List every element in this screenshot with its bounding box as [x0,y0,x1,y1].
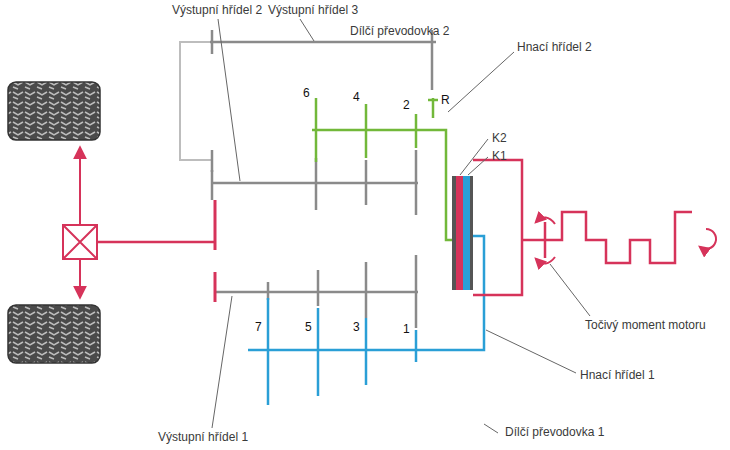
gear-number: R [441,93,450,107]
drive-shaft-1 [248,236,484,405]
drive-shaft-2 [312,98,456,240]
gear-number: 4 [353,90,360,104]
shaft-label: Výstupní hřídel 2 [172,3,262,17]
gear-number: 6 [303,86,310,100]
gearbox-region: Dílčí převodovka 2 [165,20,460,300]
crankshaft [536,212,716,264]
clutch-label: K1 [492,149,507,163]
double-clutch [452,160,545,295]
shaft-label: Výstupní hřídel 3 [268,3,358,17]
gear-number: 3 [353,320,360,334]
region-fill [165,20,460,300]
output-pinion [214,200,217,302]
gear-number: 1 [403,322,410,336]
shaft-label: Hnací hřídel 1 [580,368,655,382]
shaft-label: Výstupní hřídel 1 [158,430,248,444]
region-fill [195,185,495,445]
region-title: Dílčí převodovka 1 [505,425,604,439]
output-shafts [180,30,436,328]
tyre [8,82,100,363]
clutch-label: K2 [492,131,507,145]
gearbox-region: Dílčí převodovka 1 [195,185,495,445]
region-outline [165,20,460,300]
torque-label: Točivý moment motoru [585,318,706,332]
gear-number: 5 [305,320,312,334]
shaft-label: Hnací hřídel 2 [517,40,592,54]
region-title: Dílčí převodovka 2 [350,24,449,38]
gear-number: 7 [255,320,262,334]
leader-line [212,19,590,433]
gear-number: 2 [403,98,410,112]
differential [63,148,215,297]
region-outline [195,185,495,445]
